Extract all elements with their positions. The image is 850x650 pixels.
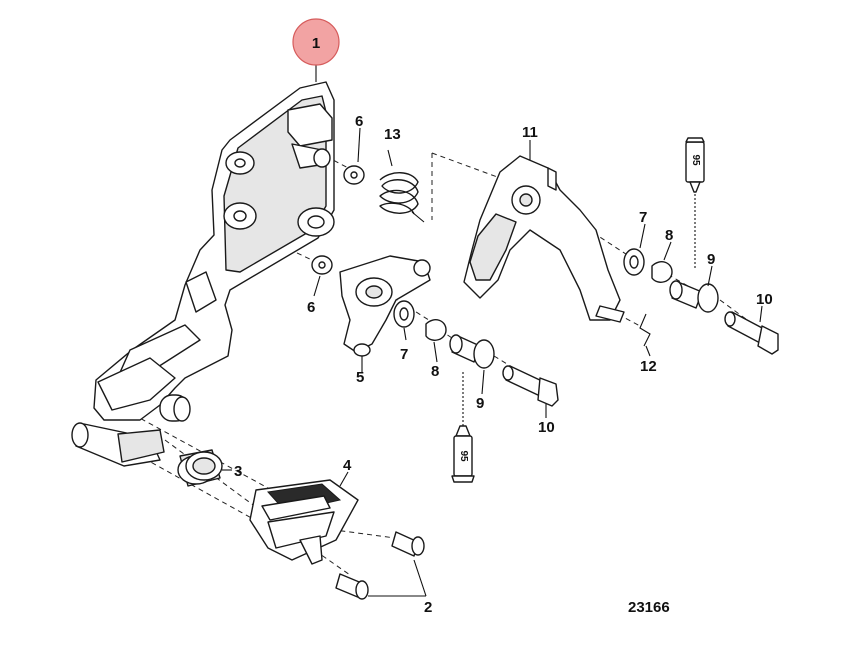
callout-6-lower: 6 <box>307 299 315 316</box>
callout-4: 4 <box>343 457 352 474</box>
callout-11: 11 <box>522 124 538 141</box>
lever-part-5 <box>339 255 431 357</box>
washer-part-6-upper <box>343 165 365 185</box>
callout-7-right: 7 <box>639 209 647 226</box>
callout-1-highlight[interactable]: 1 <box>292 18 340 82</box>
callout-9-left: 9 <box>476 395 484 412</box>
highlight-circle <box>292 18 340 66</box>
bushing-part-3 <box>177 449 223 487</box>
callout-7-left: 7 <box>400 346 408 363</box>
washer-part-7-right <box>623 248 645 276</box>
callout-8-left: 8 <box>431 363 439 380</box>
pin-part-9-right <box>669 280 719 313</box>
callout-6-upper: 6 <box>355 113 363 130</box>
grease-tube-lower: 95 <box>451 372 475 483</box>
callout-2: 2 <box>424 599 432 616</box>
leader-lines <box>222 127 763 597</box>
bracket-part-1 <box>93 81 335 422</box>
bolt-part-10-right <box>724 311 779 355</box>
bolt-part-10-left <box>502 365 559 407</box>
callout-10-left: 10 <box>538 419 555 436</box>
callout-labels: 13 6 11 7 8 9 10 12 6 7 8 9 10 5 4 3 2 <box>234 113 773 616</box>
pin-part-9-left <box>449 334 495 369</box>
callout-8-right: 8 <box>665 227 673 244</box>
washer-part-6-lower <box>311 255 333 275</box>
callout-10-right: 10 <box>756 291 773 308</box>
callout-1: 1 <box>312 35 320 52</box>
callout-13: 13 <box>384 126 401 143</box>
screws-part-2 <box>335 531 425 600</box>
callout-5: 5 <box>356 369 364 386</box>
spring-part-13 <box>379 149 425 223</box>
shaft <box>71 422 165 467</box>
callout-3: 3 <box>234 463 242 480</box>
callout-9-right: 9 <box>707 251 715 268</box>
callout-12: 12 <box>640 358 657 375</box>
grease-tube-upper: 95 <box>685 137 705 270</box>
clip-part-8-left <box>425 319 447 341</box>
diagram-reference-number: 23166 <box>628 599 670 616</box>
tube-label-lower: 95 <box>458 450 469 462</box>
cotter-pin-part-12 <box>639 313 651 347</box>
clip-part-8-right <box>651 261 673 283</box>
tube-label-upper: 95 <box>690 154 701 166</box>
arm-part-11 <box>463 155 625 323</box>
washer-part-7-left <box>393 300 415 328</box>
plate-part-4 <box>249 479 359 565</box>
